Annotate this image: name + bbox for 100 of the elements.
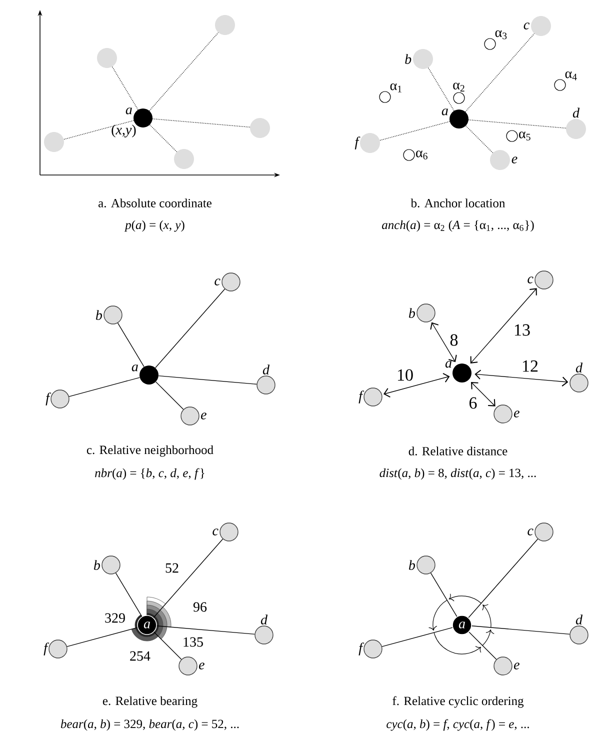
panel-caption: f. Relative cyclic ordering xyxy=(392,696,524,708)
neighbor-node xyxy=(250,118,270,138)
edge-label: 6 xyxy=(468,396,478,410)
anchor-point: α$_{1}$ xyxy=(379,83,402,103)
node-label: c xyxy=(212,528,218,536)
neighbor-node: d xyxy=(570,362,588,392)
node-label: e xyxy=(200,412,206,420)
node-label: d xyxy=(576,614,583,624)
neighbor-node: c xyxy=(524,16,551,36)
neighbor-node xyxy=(174,149,194,169)
neighbor-node: b xyxy=(96,306,122,324)
panel-caption: a. Absolute coordinate xyxy=(98,198,212,208)
connector xyxy=(66,627,138,647)
node-label: f xyxy=(46,392,52,406)
node-label: d xyxy=(260,614,268,624)
node-label: a xyxy=(442,108,448,116)
panel-caption: e. Relative bearing xyxy=(102,696,198,708)
connector xyxy=(156,626,256,635)
connector xyxy=(380,121,450,141)
node-label: b xyxy=(94,560,100,570)
formula: bear(a, b) = 329, bear(a, c) = 52, ... xyxy=(60,719,239,731)
panel-caption: d. Relative distance xyxy=(408,446,508,456)
connector xyxy=(149,32,219,112)
neighbor-node: c xyxy=(212,522,238,542)
connector xyxy=(468,538,538,618)
connector xyxy=(466,126,494,154)
node-label: f xyxy=(358,642,364,656)
neighbor-node: f xyxy=(354,133,380,153)
neighbor-node: d xyxy=(570,614,588,644)
edge-label: 12 xyxy=(520,359,540,373)
center-node: a xyxy=(137,615,157,635)
node-label: f xyxy=(354,136,360,150)
node-label: a xyxy=(445,360,452,368)
connector xyxy=(117,322,144,368)
node-label: a xyxy=(132,364,138,372)
neighbor-node: c xyxy=(528,522,554,542)
connector xyxy=(472,626,570,635)
connector xyxy=(153,538,224,618)
node-label: e xyxy=(512,156,518,164)
neighbor-node: b xyxy=(94,556,120,574)
connector xyxy=(428,67,454,112)
node-label: α$_{5}$ xyxy=(519,132,530,140)
edge-label: 329 xyxy=(104,612,126,624)
formula: dist(a, b) = 8, dist(a, c) = 13, ... xyxy=(380,468,536,480)
connector xyxy=(68,377,140,397)
neighbor-node xyxy=(215,15,235,35)
neighbor-node: c xyxy=(528,270,554,290)
node-label: α$_{6}$ xyxy=(416,150,428,160)
node-label: c xyxy=(214,278,220,286)
node-label: f xyxy=(358,390,364,404)
node-label: c xyxy=(528,528,534,536)
neighbor-node: b xyxy=(408,556,436,574)
node-label: b xyxy=(408,308,416,318)
anchor-point: α$_{6}$ xyxy=(403,149,428,161)
connector xyxy=(115,572,142,617)
neighbor-node xyxy=(97,48,117,68)
node-label: α$_{1}$ xyxy=(390,83,402,92)
node-label: d xyxy=(572,108,580,118)
connector xyxy=(112,66,138,110)
connector xyxy=(154,632,182,660)
neighbor-node: d xyxy=(254,614,274,644)
center-node: a xyxy=(442,108,468,128)
node-label: b xyxy=(408,560,416,570)
neighbor-node: f xyxy=(46,390,70,408)
edge-label: 52 xyxy=(164,562,180,574)
node-label: c xyxy=(528,276,534,284)
connector xyxy=(470,288,537,364)
neighbor-node: e xyxy=(180,406,206,426)
connector xyxy=(383,372,450,398)
anchor-point: α$_{3}$ xyxy=(484,30,507,50)
edge-label: 8 xyxy=(448,333,460,347)
connector xyxy=(150,124,178,152)
anchor-point: α$_{4}$ xyxy=(554,71,577,91)
node-label: d xyxy=(262,364,270,374)
center-node: a xyxy=(132,364,158,384)
connector xyxy=(470,382,496,406)
connector xyxy=(64,120,134,140)
edge-label: 96 xyxy=(192,601,208,613)
node-label: α$_{2}$ xyxy=(453,82,464,92)
edge-label: 10 xyxy=(396,368,414,382)
neighbor-node: b xyxy=(408,304,436,322)
neighbor-node: c xyxy=(214,272,240,292)
neighbor-node: e xyxy=(178,656,204,676)
anchor-point: α$_{5}$ xyxy=(506,130,530,142)
node-label: e xyxy=(198,662,204,670)
node-label: a xyxy=(126,108,132,114)
node-label: c xyxy=(524,22,530,30)
connector xyxy=(465,33,535,112)
connector xyxy=(430,322,457,362)
neighbor-node: b xyxy=(405,49,433,69)
edge-label: 254 xyxy=(128,650,152,662)
connector xyxy=(468,632,497,660)
node-label: (x,y) xyxy=(112,124,136,138)
connector xyxy=(155,288,226,368)
formula: nbr(a) = {b, c, d, e, f} xyxy=(95,468,204,480)
connector xyxy=(430,572,458,617)
connector xyxy=(152,118,250,128)
neighbor-node: f xyxy=(44,640,68,658)
node-label: α$_{3}$ xyxy=(495,30,507,40)
panel-caption: b. Anchor location xyxy=(410,198,506,208)
